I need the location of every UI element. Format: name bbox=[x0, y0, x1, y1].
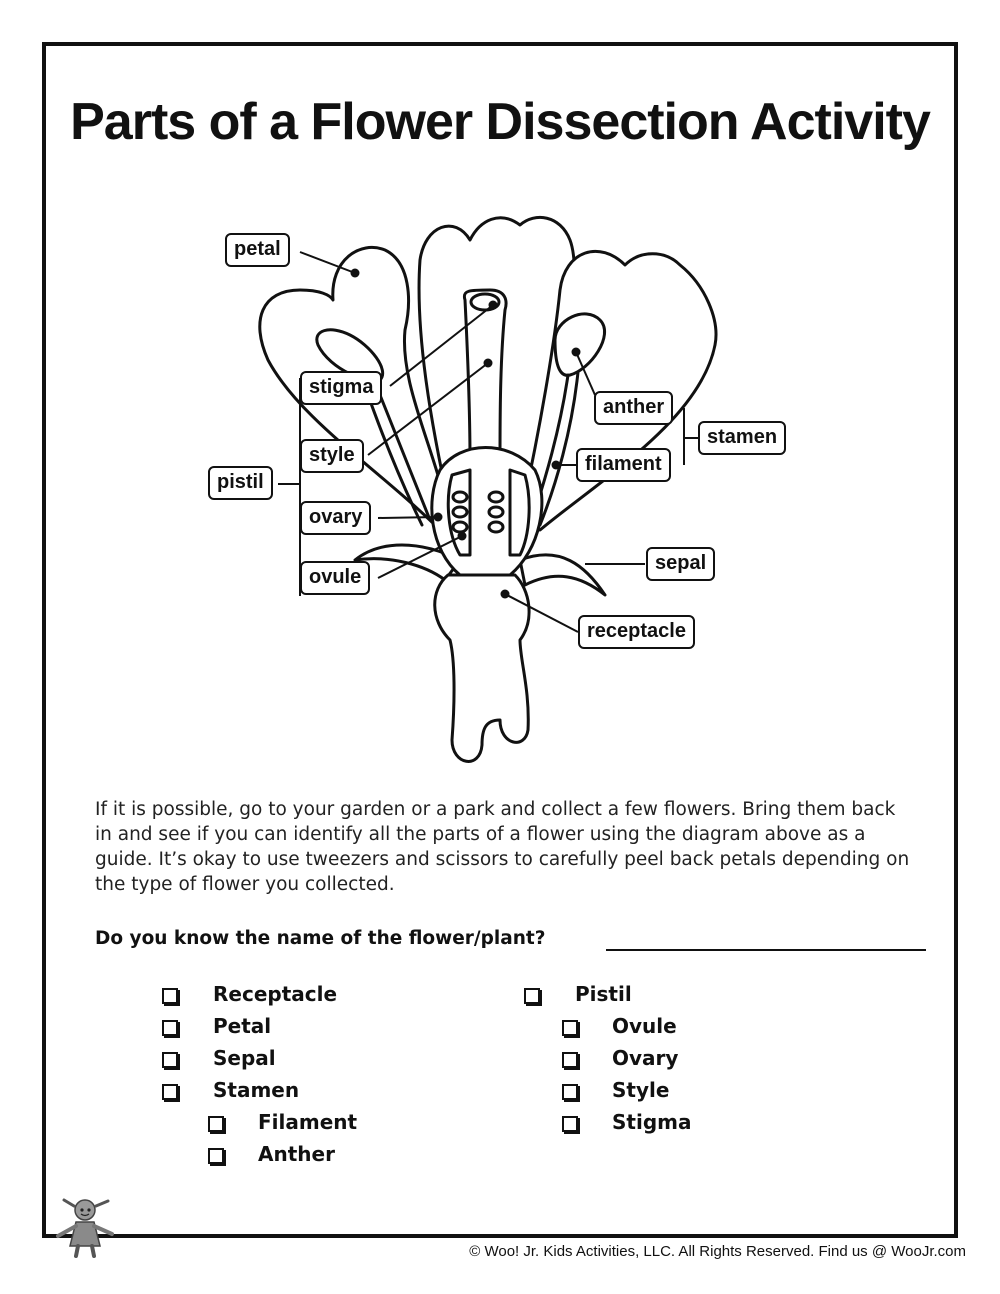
question-text: Do you know the name of the flower/plant… bbox=[95, 928, 546, 949]
checklist-item-ovule: Ovule bbox=[612, 1014, 677, 1038]
label-anther: anther bbox=[594, 391, 674, 425]
checklist-item-petal: Petal bbox=[213, 1014, 272, 1038]
instructions-text: If it is possible, go to your garden or … bbox=[95, 799, 910, 895]
checkbox-ovule[interactable] bbox=[562, 1020, 578, 1036]
receptacle-stem bbox=[433, 573, 531, 763]
page-title: Parts of a Flower Dissection Activity bbox=[70, 93, 931, 151]
checklist-item-ovary: Ovary bbox=[612, 1046, 679, 1070]
checkbox-ovary[interactable] bbox=[562, 1052, 578, 1068]
label-style: style bbox=[300, 439, 364, 473]
checkbox-sepal[interactable] bbox=[162, 1052, 178, 1068]
checklist-item-filament: Filament bbox=[258, 1110, 358, 1134]
checkbox-stigma[interactable] bbox=[562, 1116, 578, 1132]
checkbox-pistil[interactable] bbox=[524, 988, 540, 1004]
label-stigma: stigma bbox=[300, 371, 383, 405]
label-petal: petal bbox=[225, 233, 290, 267]
label-ovary: ovary bbox=[300, 501, 372, 535]
checkbox-stamen[interactable] bbox=[162, 1084, 178, 1100]
answer-line[interactable] bbox=[606, 949, 926, 951]
woojr-mascot-logo bbox=[56, 1198, 114, 1258]
label-receptacle: receptacle bbox=[578, 615, 695, 649]
checklist-item-anther: Anther bbox=[258, 1142, 335, 1166]
checklist-item-receptacle: Receptacle bbox=[213, 982, 338, 1006]
checkbox-petal[interactable] bbox=[162, 1020, 178, 1036]
right-sepal bbox=[518, 553, 607, 597]
checklist-item-stamen: Stamen bbox=[213, 1078, 300, 1102]
label-pistil: pistil bbox=[208, 466, 273, 500]
style bbox=[462, 288, 508, 462]
label-ovule: ovule bbox=[300, 561, 371, 595]
flower-diagram bbox=[258, 216, 718, 763]
checkbox-filament[interactable] bbox=[208, 1116, 224, 1132]
right-anther bbox=[553, 312, 607, 377]
checkbox-style[interactable] bbox=[562, 1084, 578, 1100]
checklist-item-stigma: Stigma bbox=[612, 1110, 692, 1134]
checkbox-anther[interactable] bbox=[208, 1148, 224, 1164]
checklist-item-style: Style bbox=[612, 1078, 670, 1102]
label-sepal: sepal bbox=[646, 547, 716, 581]
copyright-footer: © Woo! Jr. Kids Activities, LLC. All Rig… bbox=[469, 1243, 966, 1260]
checklist-item-pistil: Pistil bbox=[575, 982, 632, 1006]
label-filament: filament bbox=[576, 448, 671, 482]
checklist-item-sepal: Sepal bbox=[213, 1046, 276, 1070]
checkbox-receptacle[interactable] bbox=[162, 988, 178, 1004]
label-stamen: stamen bbox=[698, 421, 787, 455]
